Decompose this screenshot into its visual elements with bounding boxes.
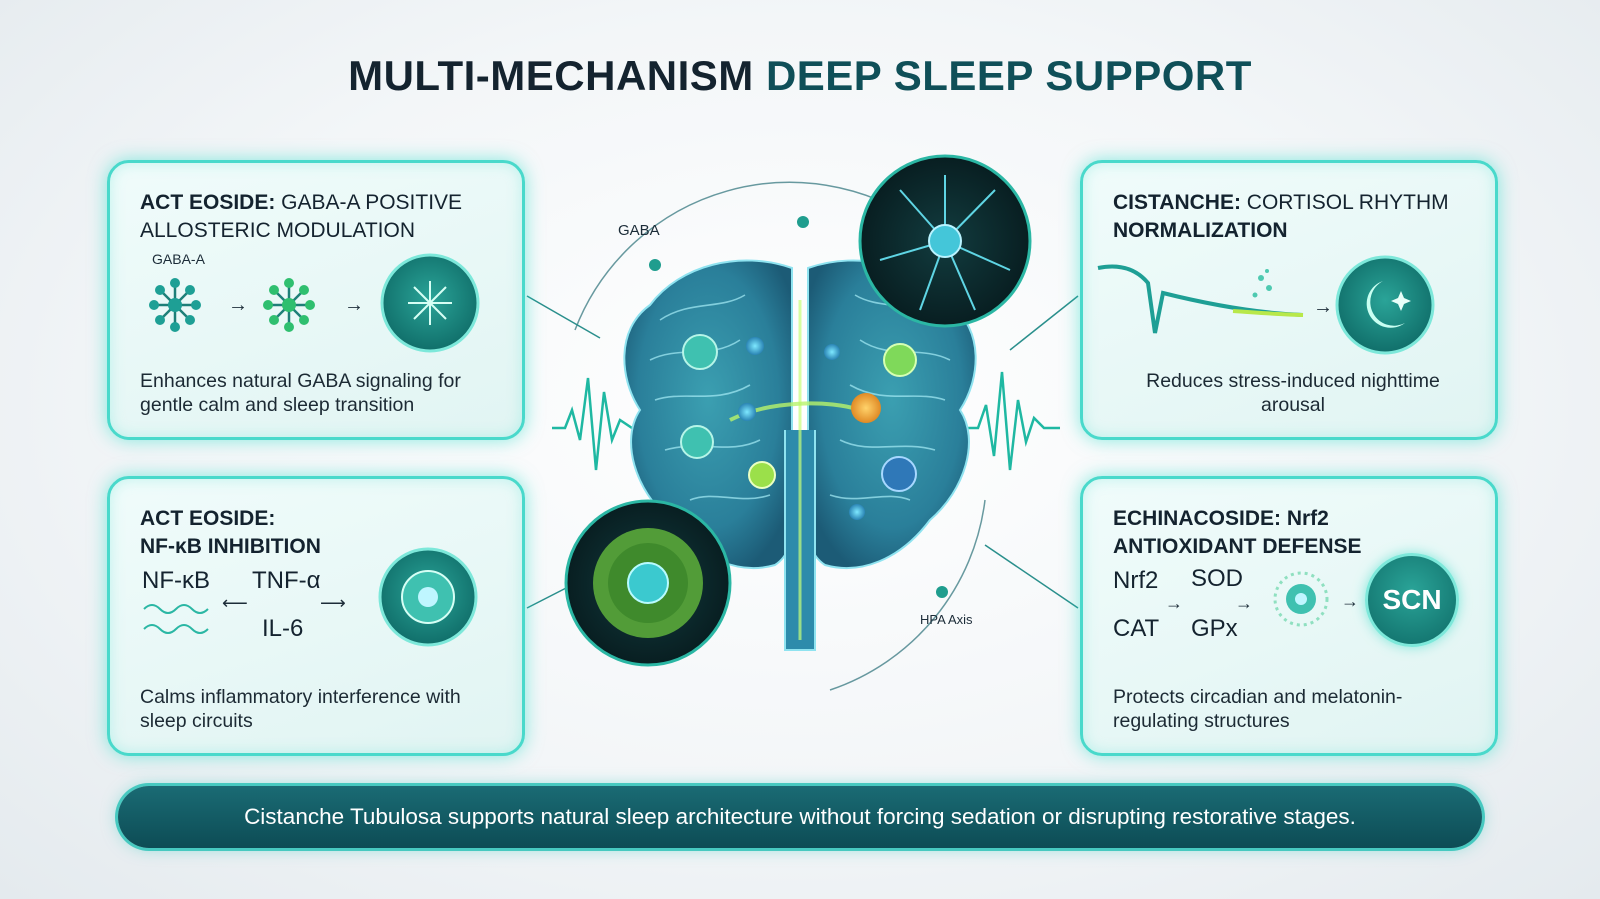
gaba-a-label: GABA-A xyxy=(152,251,205,267)
card-cortisol-rhythm: CISTANCHE: CORTISOL RHYTHM NORMALIZATION… xyxy=(1080,160,1498,440)
eeg-wave-left xyxy=(552,377,650,471)
card-title: CISTANCHE: CORTISOL RHYTHM NORMALIZATION xyxy=(1113,191,1449,242)
svg-text:→: → xyxy=(1313,296,1333,318)
eeg-wave-right xyxy=(960,371,1060,471)
il6-label: IL-6 xyxy=(262,615,304,642)
scn-label: SCN xyxy=(1382,584,1442,615)
connector-line xyxy=(1009,295,1079,351)
card-description: Reduces stress-induced nighttime arousal xyxy=(1146,370,1440,416)
receptor-cell xyxy=(746,337,764,355)
card-nrf2-antioxidant: ECHINACOSIDE: Nrf2 ANTIOXIDANT DEFENSE N… xyxy=(1080,476,1498,756)
receptor-cell xyxy=(748,461,776,489)
card-description: Calms inflammatory interference with sle… xyxy=(140,686,461,732)
gaba-receptor-illustration: → → xyxy=(149,253,480,353)
svg-text:→: → xyxy=(1165,593,1183,613)
nfkb-label: NF-κB xyxy=(142,567,210,594)
summary-banner: Cistanche Tubulosa supports natural slee… xyxy=(118,786,1482,848)
connector-line xyxy=(984,544,1079,609)
tnf-alpha-label: TNF-α xyxy=(252,567,321,594)
orbit-arc xyxy=(829,499,986,691)
receptor-cell xyxy=(851,393,881,423)
connector-line xyxy=(526,584,573,609)
svg-text:⟵: ⟵ xyxy=(222,593,248,613)
cortisol-curve-illustration: → xyxy=(1097,255,1435,355)
connector-line xyxy=(526,295,601,339)
card-title: ACT EOSIDE: GABA-A POSITIVE ALLOSTERIC M… xyxy=(140,191,463,242)
receptor-cell xyxy=(682,334,718,370)
page-title: MULTI-MECHANISM DEEP SLEEP SUPPORT xyxy=(0,52,1600,100)
gaba-label: GABA xyxy=(618,222,660,239)
cat-label: CAT xyxy=(1113,615,1160,642)
receptor-cell xyxy=(738,403,756,421)
svg-text:→: → xyxy=(1235,593,1253,613)
title-part1: MULTI-MECHANISM xyxy=(348,52,754,99)
card-title: ECHINACOSIDE: Nrf2 ANTIOXIDANT DEFENSE xyxy=(1113,507,1362,558)
orbit-node xyxy=(649,259,661,271)
svg-text:⟶: ⟶ xyxy=(320,593,346,613)
receptor-cell xyxy=(883,343,917,377)
svg-text:→: → xyxy=(344,294,364,316)
scn-badge: SCN xyxy=(1365,553,1459,647)
gpx-label: GPx xyxy=(1191,615,1238,642)
antioxidant-illustration: → → → xyxy=(1165,571,1359,627)
title-part2: DEEP SLEEP SUPPORT xyxy=(765,52,1252,99)
receptor-cell xyxy=(849,504,865,520)
card-description: Protects circadian and melatonin-regulat… xyxy=(1113,686,1403,732)
sod-label: SOD xyxy=(1191,565,1244,592)
hpa-axis-label: HPA Axis xyxy=(920,612,973,627)
card-nfkb-inhibition: ACT EOSIDE: NF-κB INHIBITION NF-κB TNF-α… xyxy=(107,476,525,756)
receptor-cell xyxy=(824,344,840,360)
card-description: Enhances natural GABA signaling for gent… xyxy=(140,370,461,416)
orbit-node xyxy=(797,216,809,228)
svg-text:→: → xyxy=(228,294,248,316)
receptor-cell xyxy=(680,425,714,459)
brain-left-hemisphere xyxy=(623,259,793,569)
card-title: ACT EOSIDE: NF-κB INHIBITION xyxy=(140,507,321,558)
nrf2-label: Nrf2 xyxy=(1113,567,1159,594)
orbit-node xyxy=(936,586,948,598)
cytokine-illustration: ⟵ ⟶ xyxy=(143,547,478,647)
svg-text:→: → xyxy=(1341,591,1359,611)
receptor-cell xyxy=(881,456,917,492)
card-gaba-modulation: ACT EOSIDE: GABA-A POSITIVE ALLOSTERIC M… xyxy=(107,160,525,440)
